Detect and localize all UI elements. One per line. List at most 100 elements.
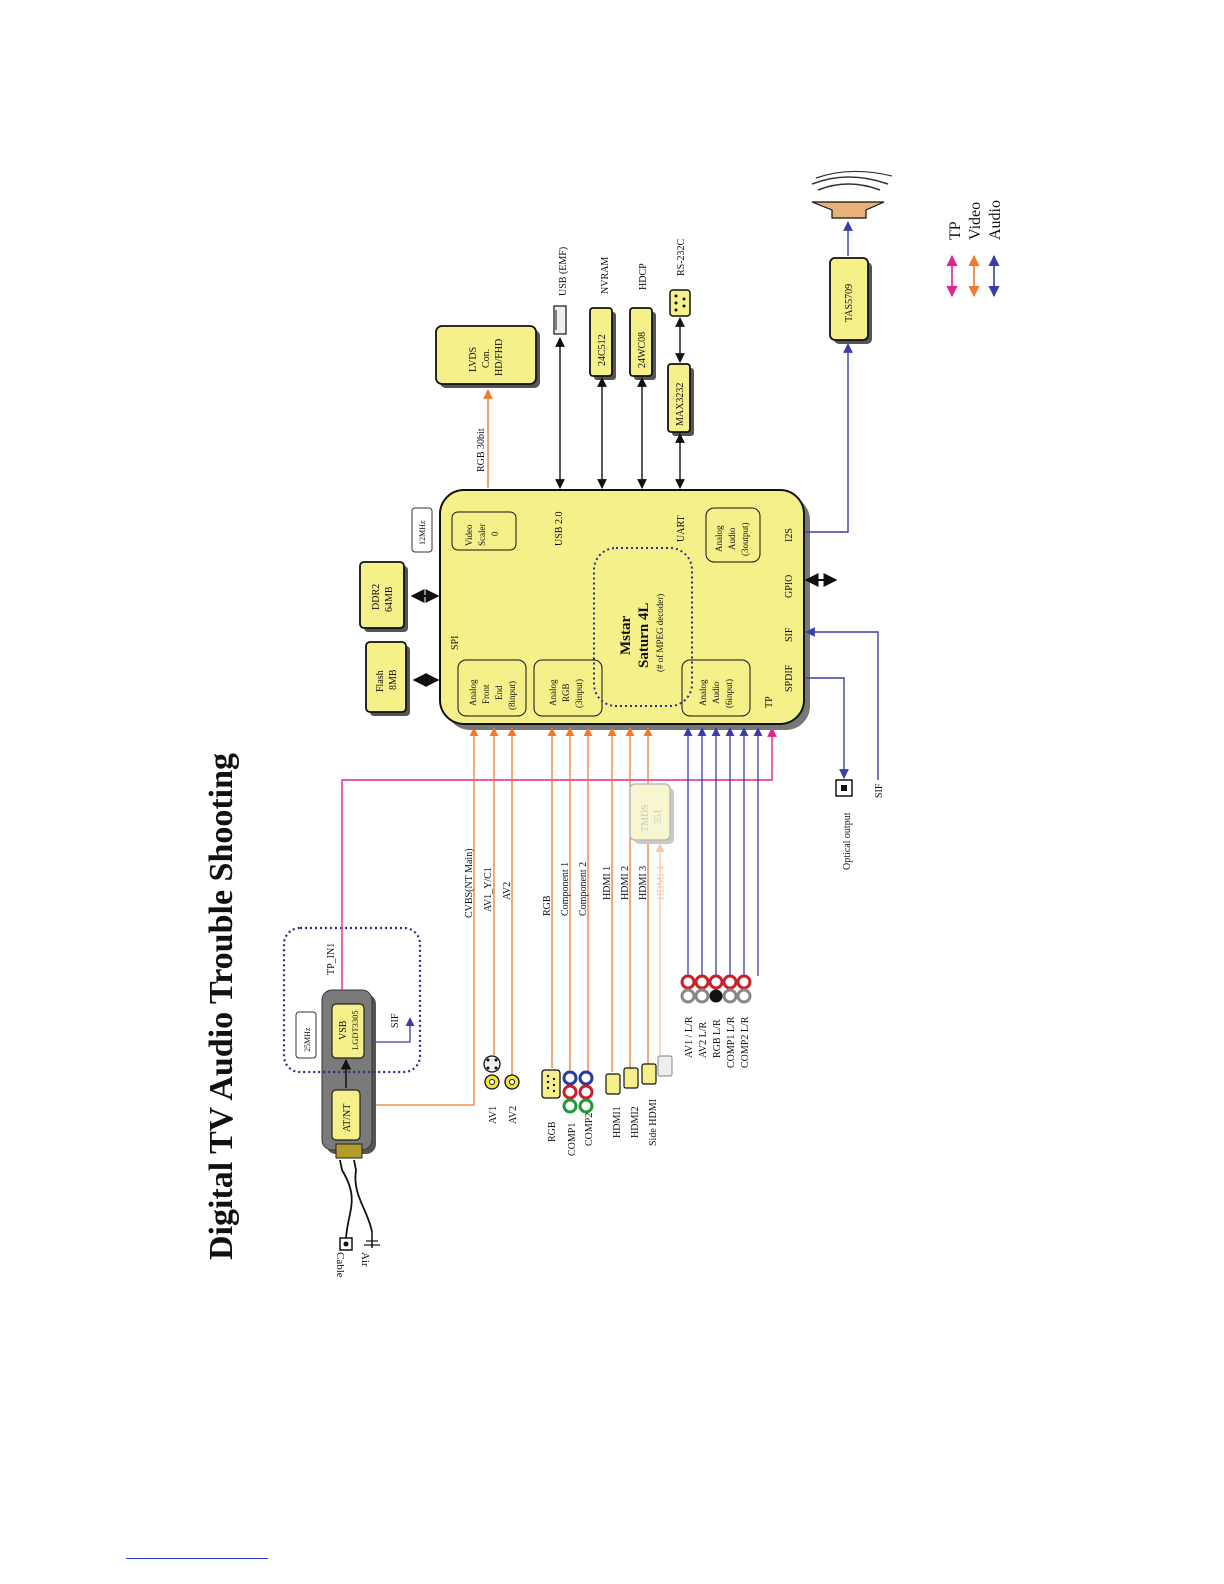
chip-brand: Mstar xyxy=(618,616,634,655)
rgb-30bit-label: RGB 30bit xyxy=(476,428,487,472)
analog-front-end-block xyxy=(457,659,527,717)
conn-rgb: RGB xyxy=(547,1121,558,1142)
max3232-chip: MAX3232 xyxy=(667,363,694,436)
video-scaler-l2: Scaler xyxy=(477,524,487,547)
conn-hdmi1: HDMI1 xyxy=(612,1106,623,1138)
conn-comp2: COMP2 xyxy=(584,1113,595,1146)
aain-l2: Audio xyxy=(711,681,721,704)
demod-region xyxy=(282,926,422,1074)
audio-comp1: COMP1 L/R xyxy=(726,1016,737,1068)
sig-rgb: RGB xyxy=(542,895,553,916)
usb-port-label: USB 2.0 xyxy=(554,512,565,546)
sig-comp1: Component 1 xyxy=(560,862,571,916)
legend-audio: Audio xyxy=(987,200,1004,240)
vsb-part-label: LGDT3305 xyxy=(350,1010,360,1050)
spdif-line xyxy=(806,677,849,779)
lvds-l3: HD/FHD xyxy=(494,339,505,376)
flash-line1: Flash xyxy=(375,670,386,692)
flash-chip: Flash 8MB xyxy=(365,641,410,716)
sig-cvbs: CVBS(NT Main) xyxy=(464,848,475,918)
rs232-label: RS-232C xyxy=(676,238,687,276)
video-input-lines xyxy=(489,727,665,1080)
tp-in-label: TP_IN1 xyxy=(326,943,337,975)
audio-av1: AV1 / L/R xyxy=(684,1016,695,1058)
ddr2-line2: 64MB xyxy=(384,586,395,612)
argb-l1: Analog xyxy=(548,679,558,706)
analog-audio-out-block xyxy=(705,507,761,563)
optical-label: Optical output xyxy=(842,812,853,870)
ddr2-line1: DDR2 xyxy=(371,584,382,610)
afe-l3: End xyxy=(494,685,504,700)
conn-side-hdmi: Side HDMI xyxy=(648,1099,659,1146)
nvram-label: NVRAM xyxy=(600,257,611,294)
lvds-connector: LVDS Con. HD/FHD xyxy=(435,325,540,388)
sif-in-label: SIF xyxy=(874,783,885,798)
sig-av2: AV2 xyxy=(502,882,513,900)
hdmi-connectors xyxy=(605,1055,673,1095)
amp-label: TAS5709 xyxy=(844,284,855,322)
tuner-module: VSB LGDT3305 AT/NT xyxy=(321,989,376,1159)
video-signal-labels: CVBS(NT Main) AV1_Y/C1 AV2 RGB Component… xyxy=(464,848,667,918)
antenna-inputs: Air Cable xyxy=(334,1159,380,1278)
sig-hdmi2: HDMI 2 xyxy=(620,866,631,900)
footer-rule xyxy=(126,1558,268,1559)
nvram-chip-label: 24C512 xyxy=(597,334,608,366)
argb-l3: (3input) xyxy=(574,679,584,708)
rgb-component-connectors xyxy=(541,1069,594,1114)
video-scaler-l3: 0 xyxy=(490,531,500,536)
crystal-12mhz xyxy=(411,507,433,553)
afe-l1: Analog xyxy=(468,679,478,706)
rs232-connector xyxy=(669,289,691,317)
i2s-audio-line xyxy=(806,343,853,533)
audio-rca-jacks xyxy=(680,974,752,1004)
tuner-sif-label: SIF xyxy=(390,1013,401,1028)
legend: TP Video Audio xyxy=(946,200,1004,298)
chip-subtitle: (# of MPEG decoder) xyxy=(655,594,665,672)
chip-sif-label: SIF xyxy=(784,627,795,642)
sig-hdmi4: HDMI 4 xyxy=(656,866,667,900)
lvds-l2: Con. xyxy=(481,349,492,368)
usb-emf-label: USB (EMF) xyxy=(558,247,569,296)
aaout-l3: (3output) xyxy=(740,523,750,557)
speaker-icon xyxy=(811,170,893,219)
vsb-label: VSB xyxy=(338,1020,349,1040)
mpeg-core-region xyxy=(593,547,693,707)
afe-l4: (8input) xyxy=(507,681,517,710)
sig-hdmi3: HDMI 3 xyxy=(638,866,649,900)
audio-input-lines xyxy=(683,727,763,976)
conn-hdmi2: HDMI2 xyxy=(630,1106,641,1138)
audio-comp2: COMP2 L/R xyxy=(740,1016,751,1068)
flash-line2: 8MB xyxy=(388,669,399,690)
main-soc: Video Scaler 0 SPI Analog Front End (8in… xyxy=(439,489,810,730)
ddr2-chip: DDR2 64MB xyxy=(359,561,408,632)
sig-hdmi1: HDMI 1 xyxy=(602,866,613,900)
analog-audio-in-block xyxy=(681,659,751,717)
audio-rgb: RGB L/R xyxy=(712,1019,723,1058)
spi-label: SPI xyxy=(450,636,461,650)
legend-tp: TP xyxy=(947,221,964,240)
aain-l1: Analog xyxy=(698,679,708,706)
sif-in-line xyxy=(805,627,879,780)
sig-av1: AV1_Y/C1 xyxy=(483,867,494,912)
tmds-chip: TMDS 351 xyxy=(629,783,674,844)
conn-av2: AV2 xyxy=(508,1106,519,1124)
lvds-l1: LVDS xyxy=(468,347,479,372)
amp-chip: TAS5709 xyxy=(829,257,872,344)
i2s-label: I2S xyxy=(784,528,795,542)
video-scaler-l1: Video xyxy=(464,524,474,546)
analog-rgb-block xyxy=(533,659,603,717)
aain-l3: (6input) xyxy=(724,679,734,708)
gpio-label: GPIO xyxy=(784,575,795,598)
aaout-l2: Audio xyxy=(727,527,737,550)
video-scaler-block xyxy=(451,511,517,551)
air-label: Air xyxy=(359,1252,371,1267)
cable-label: Cable xyxy=(334,1252,346,1278)
usb-connector xyxy=(553,305,567,335)
legend-video: Video xyxy=(967,202,984,240)
av-connectors xyxy=(483,1055,520,1090)
afe-l2: Front xyxy=(481,684,491,704)
nvram-chip: 24C512 xyxy=(589,307,616,380)
hdcp-chip: 24WC08 xyxy=(629,307,656,380)
aaout-l1: Analog xyxy=(714,525,724,552)
